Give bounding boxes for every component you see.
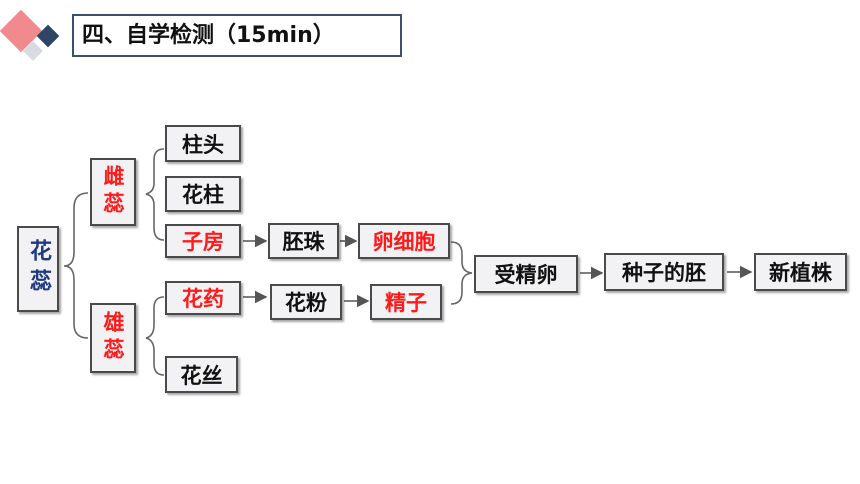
node-stamen-pistil-root: 花蕊 [17,226,59,312]
node-fertilized-egg: 受精卵 [474,255,578,293]
node-filament: 花丝 [165,356,238,393]
brace-root [63,192,89,339]
node-stigma: 柱头 [165,125,241,162]
brace-pistil [145,148,165,241]
brace-stamen [145,296,165,376]
node-pollen: 花粉 [270,284,342,320]
node-seed-embryo: 种子的胚 [604,253,724,291]
node-anther: 花药 [165,281,241,315]
node-stamen: 雄蕊 [90,303,136,373]
node-ovary: 子房 [165,224,241,258]
node-pistil: 雌蕊 [90,158,136,226]
node-style: 花柱 [165,176,241,212]
node-egg-cell: 卵细胞 [358,223,450,259]
brace-merge [450,241,473,305]
node-sperm: 精子 [370,284,442,320]
node-new-plant: 新植株 [754,253,847,291]
page-title: 四、自学检测（15min） [72,14,402,57]
node-ovule: 胚珠 [268,223,339,259]
